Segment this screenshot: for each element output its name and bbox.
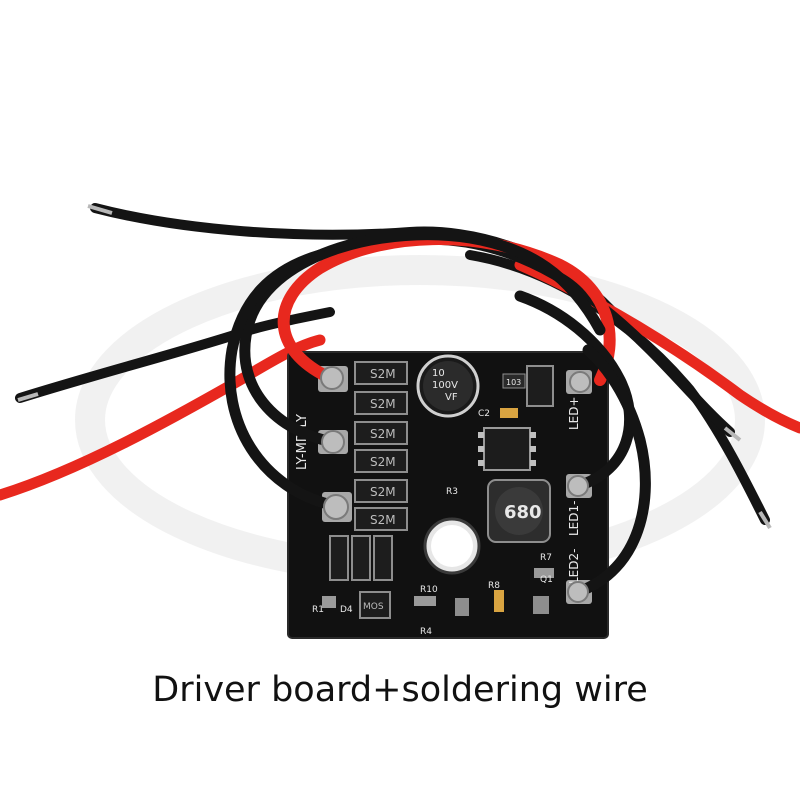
ref-label: R3 — [446, 487, 458, 497]
diode-label: S2M — [370, 485, 396, 499]
small-resistor-chip: 103 — [500, 365, 554, 418]
wire-black-lower-left — [15, 307, 335, 403]
ref-label: R7 — [540, 553, 552, 563]
diode-label: S2M — [370, 427, 396, 441]
pad-label-led-plus: LED+ — [567, 396, 581, 430]
bottom-chip-label: MOS — [363, 602, 384, 612]
product-caption: Driver board+soldering wire — [152, 670, 648, 710]
inductor-label: 680 — [504, 502, 542, 523]
diode-label: S2M — [370, 397, 396, 411]
bottom-components: MOS — [322, 568, 554, 619]
inductor: 680 — [487, 479, 551, 543]
wire-black-front-1 — [239, 229, 606, 448]
pad-label-led1-minus: LED1- — [567, 501, 581, 536]
pad-label-led2-minus: LED2- — [567, 549, 581, 584]
wire-black-front-2 — [224, 249, 342, 512]
diode-group: S2M S2M S2M S2M S2M S2M — [329, 361, 408, 581]
ref-label: R10 — [420, 585, 438, 595]
diode-label: S2M — [370, 513, 396, 527]
diode-label: S2M — [370, 367, 396, 381]
wire-black-front-4 — [572, 344, 651, 598]
electrolytic-capacitor: 10 100V VF — [416, 354, 480, 418]
capacitor-text-1: 10 — [432, 368, 445, 379]
silkscreen: LY-MD-LY LED+ LED1- LED2- Q1 R7 R10 R4 R… — [295, 396, 581, 637]
diode-label: S2M — [370, 455, 396, 469]
ref-label: C2 — [478, 409, 490, 419]
small-chip-label: 103 — [506, 378, 521, 387]
ref-label: R1 — [312, 605, 324, 615]
solder-joints — [320, 366, 591, 603]
capacitor-text-2: 100V — [432, 380, 458, 391]
ref-label: R8 — [488, 581, 500, 591]
ref-label: R4 — [420, 627, 432, 637]
board-label-left: LY-MD-LY — [295, 414, 310, 470]
ref-label: Q1 — [540, 575, 553, 585]
ref-label: D4 — [340, 605, 353, 615]
capacitor-text-3: VF — [445, 392, 458, 403]
ic-chip — [478, 427, 536, 471]
